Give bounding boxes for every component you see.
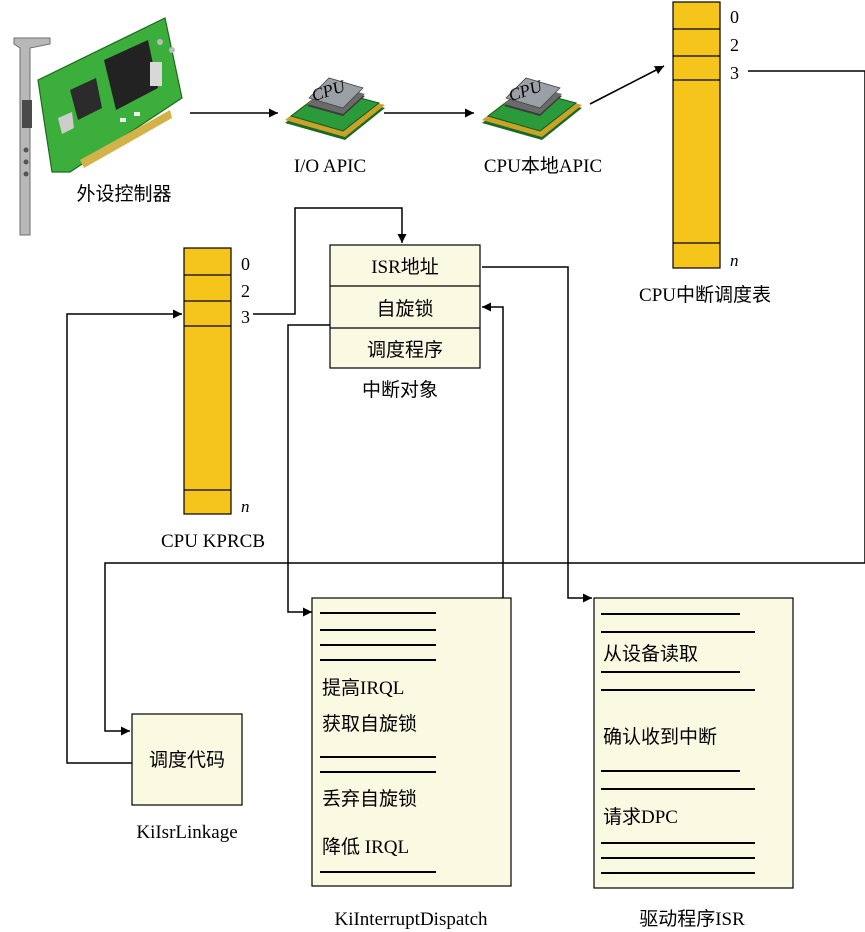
arrow-localapic-to-table [589,65,665,105]
dispatch-table-index-3: 3 [730,63,739,83]
raise-irql-text: 提高IRQL [322,677,404,699]
dispatch-table-index-n: n [730,251,739,270]
interrupt-object-box [329,244,481,369]
kiinterruptdispatch-doc [311,597,512,887]
kprcb-index-n: n [241,497,250,516]
cpu-kprcb-label: CPU KPRCB [161,531,265,552]
cpu-local-apic-label: CPU本地APIC [484,155,602,177]
spinlock-row: 自旋锁 [376,298,433,320]
network-card-icon [13,17,183,236]
dispatch-table-index-2: 2 [730,35,739,55]
arrow-linkage-to-kprcb [66,309,182,764]
kiisrlinkage-box [131,713,243,806]
interrupt-object-label: 中断对象 [362,379,438,401]
driver-isr-doc [593,597,794,889]
read-device-text: 从设备读取 [603,643,698,665]
release-spinlock-text: 丢弃自旋锁 [322,788,417,810]
acquire-spinlock-text: 获取自旋锁 [322,713,417,735]
cpu-dispatch-table-label: CPU中断调度表 [639,284,771,306]
driver-isr-label: 驱动程序ISR [639,908,745,930]
arrow-dispatch-table-to-linkage [104,70,865,736]
arrow-dispatch-routine-to-kiinterruptdispatch [287,324,330,617]
cpu-dispatch-table [672,1,721,269]
kprcb-index-3: 3 [241,307,250,327]
dispatch-table-index-0: 0 [730,7,739,27]
dispatch-code-text: 调度代码 [149,749,225,771]
isr-address-row: ISR地址 [371,256,439,278]
kprcb-index-0: 0 [241,254,250,274]
peripheral-controller-label: 外设控制器 [76,183,171,205]
kiisrlinkage-label: KiIsrLinkage [136,822,237,843]
arrow-isr-address-to-driver-isr [482,266,592,603]
request-dpc-text: 请求DPC [603,806,678,828]
cpu-kprcb-table [183,247,232,515]
io-apic-label: I/O APIC [294,156,366,177]
cpu-chip-icon: CPU [284,76,386,141]
ack-interrupt-text: 确认收到中断 [603,726,717,748]
arrow-kprcb-to-interrupt-object [253,207,407,315]
kprcb-index-2: 2 [241,281,250,301]
lower-irql-text: 降低 IRQL [322,836,409,858]
dispatch-routine-row: 调度程序 [367,339,443,361]
cpu-chip-icon: CPU [481,76,583,141]
kiinterruptdispatch-label: KiInterruptDispatch [334,909,488,930]
